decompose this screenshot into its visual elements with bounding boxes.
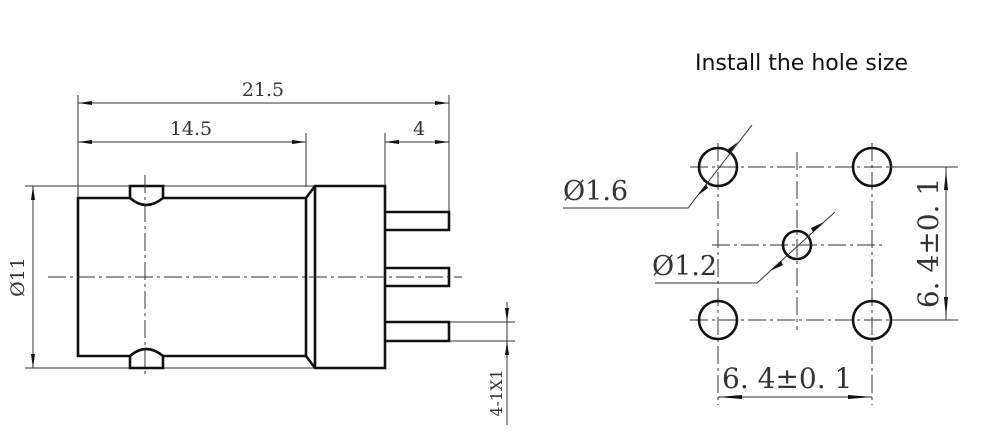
dimension-overall-length: 21.5 (78, 79, 449, 105)
overall-length-label: 21.5 (242, 79, 284, 101)
dimension-pins: 4-1X1 (487, 302, 509, 425)
top-bayonet-lug (128, 184, 165, 207)
extension-lines (25, 95, 515, 369)
large-hole-diameter-label: Ø1.6 (563, 176, 628, 207)
dimension-pin-length: 4 (385, 118, 449, 144)
horizontal-spacing-label: 6. 4±0. 1 (722, 362, 852, 395)
hole-layout-view: Ø1.6 Ø1.2 6. 4±0. 1 6. 4±0. 1 (563, 124, 958, 405)
drawing-title: Install the hole size (695, 51, 908, 76)
small-hole-callout: Ø1.2 (652, 211, 836, 284)
dimension-diameter: Ø11 (7, 186, 35, 368)
bottom-bayonet-lug (128, 347, 165, 370)
dimension-body-length: 14.5 (78, 118, 306, 144)
pin-length-label: 4 (413, 118, 425, 140)
body-length-label: 14.5 (170, 118, 212, 140)
dimension-horizontal-spacing: 6. 4±0. 1 (718, 362, 872, 399)
hole-center (781, 229, 813, 261)
diameter-label: Ø11 (7, 257, 29, 297)
connector-side-view: 21.5 14.5 4 Ø11 4-1X1 (7, 79, 515, 425)
hole-top-left (697, 146, 739, 188)
pins-label: 4-1X1 (487, 369, 506, 416)
dimension-vertical-spacing: 6. 4±0. 1 (890, 166, 958, 321)
hole-bottom-left (697, 299, 739, 341)
large-hole-callout: Ø1.6 (563, 124, 753, 209)
vertical-spacing-label: 6. 4±0. 1 (912, 178, 945, 308)
small-hole-diameter-label: Ø1.2 (652, 251, 717, 282)
